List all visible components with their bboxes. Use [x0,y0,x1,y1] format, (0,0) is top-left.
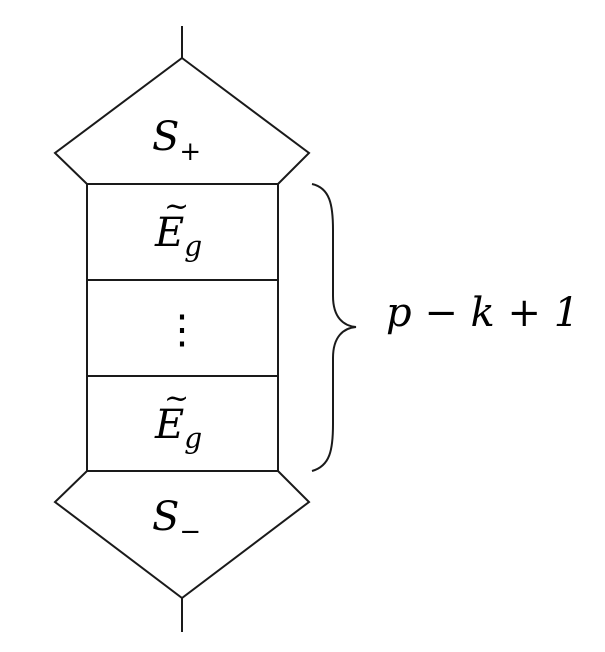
s-minus-label: S− [152,494,201,547]
s-minus-block [53,470,311,600]
s-plus-label: S+ [152,114,201,167]
e-g-label-top: Eg [154,210,202,263]
s-plus-letter: S [152,114,179,160]
s-plus-subscript: + [179,137,201,167]
brace-label: p − k + 1 [386,290,579,336]
e-g-letter-top: E [154,210,184,256]
vertical-ellipsis: ⋮ [162,307,202,353]
curly-brace [311,183,357,472]
s-minus-subscript: − [179,517,201,547]
e-g-label-bottom: Eg [154,402,202,455]
e-g-letter-bottom: E [154,402,184,448]
e-g-tilde-bottom: ~ [164,381,189,416]
e-g-tilde-top: ~ [164,189,189,224]
e-g-subscript-bottom: g [184,422,202,455]
s-minus-letter: S [152,494,179,540]
e-g-subscript-top: g [184,230,202,263]
